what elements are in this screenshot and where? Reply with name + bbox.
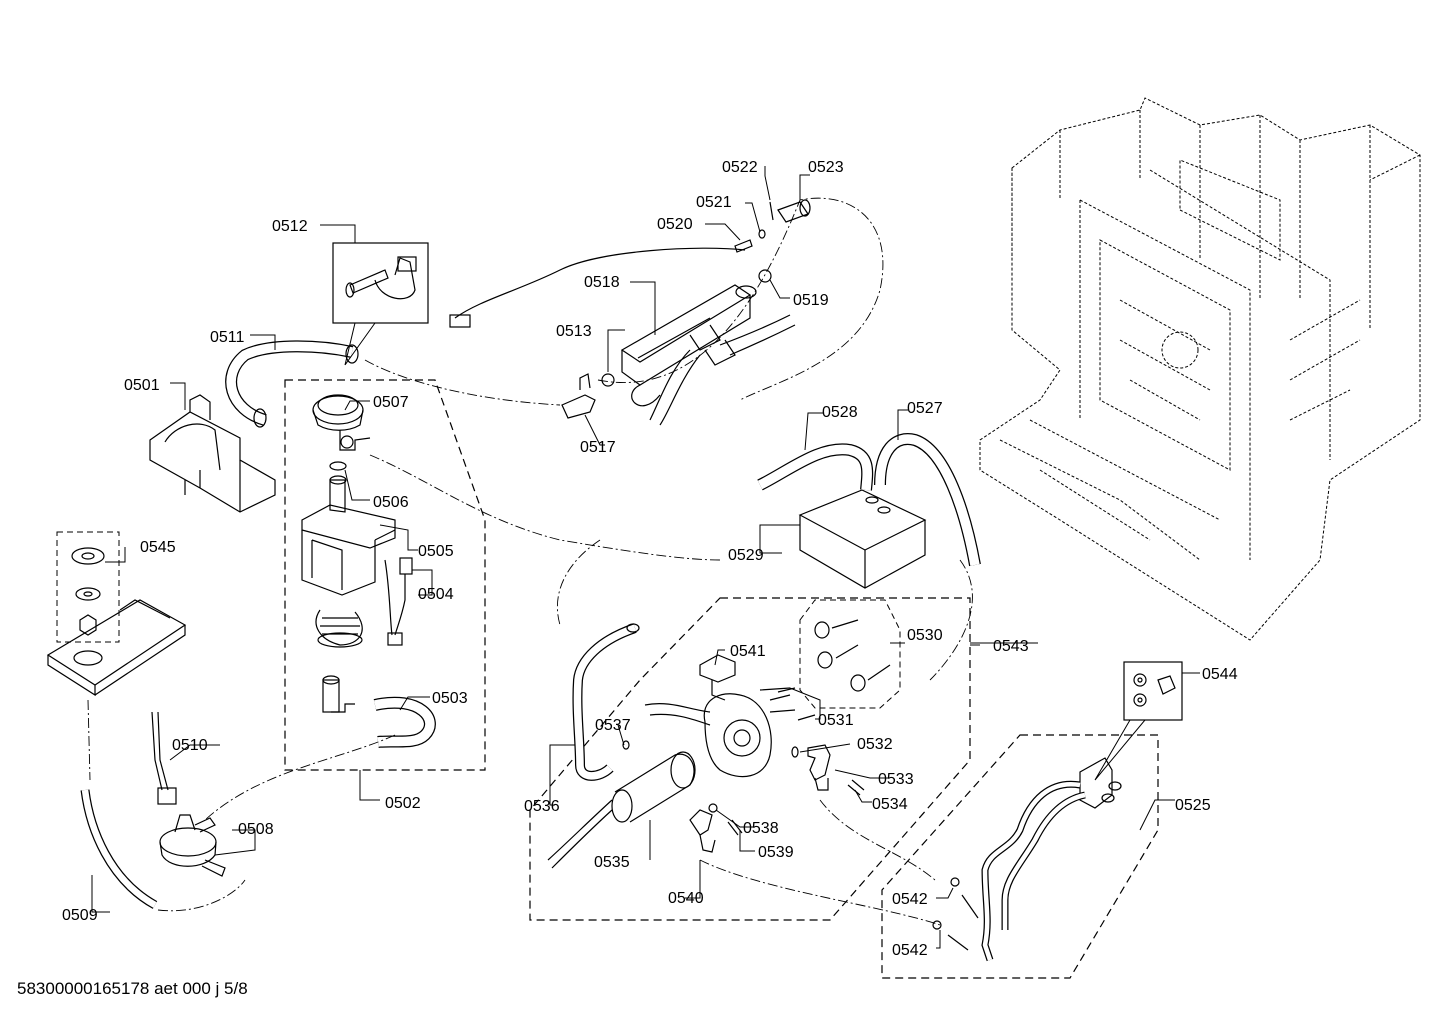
pump-0505 bbox=[301, 475, 396, 648]
routing-lines bbox=[87, 197, 973, 926]
callout-0542-lower: 0542 bbox=[892, 942, 928, 959]
leader-lines bbox=[91, 166, 1200, 949]
group-box-0502 bbox=[284, 379, 486, 771]
pipe-0536 bbox=[572, 623, 640, 781]
valve-0507 bbox=[312, 394, 371, 451]
hose-clamp bbox=[253, 344, 359, 428]
base-plate bbox=[46, 599, 187, 697]
callout-0542-upper: 0542 bbox=[892, 891, 928, 908]
wire-connector-0504 bbox=[384, 557, 413, 646]
o-ring-0538 bbox=[708, 803, 718, 813]
cartridge-0535 bbox=[547, 751, 696, 869]
callout-0535: 0535 bbox=[594, 854, 630, 871]
screw-0520 bbox=[734, 239, 753, 253]
sensor-cable bbox=[454, 247, 746, 319]
tank-0529 bbox=[798, 489, 927, 589]
seal-0532 bbox=[791, 746, 799, 758]
clip-0534 bbox=[847, 779, 865, 796]
washer-0519 bbox=[758, 269, 772, 283]
group-box-0525 bbox=[881, 734, 1159, 979]
callout-0512: 0512 bbox=[272, 218, 308, 235]
callout-0520: 0520 bbox=[657, 216, 693, 233]
fastener-set-0530 bbox=[814, 619, 891, 692]
o-ring-0513 bbox=[601, 373, 615, 387]
callout-0503: 0503 bbox=[432, 690, 468, 707]
callout-0519: 0519 bbox=[793, 292, 829, 309]
callout-0543: 0543 bbox=[993, 638, 1029, 655]
heater-0518 bbox=[620, 284, 796, 426]
callout-0506: 0506 bbox=[373, 494, 409, 511]
callout-0528: 0528 bbox=[822, 404, 858, 421]
detail-box-0544 bbox=[1123, 661, 1183, 721]
callout-0538: 0538 bbox=[743, 820, 779, 837]
group-box-0530 bbox=[799, 599, 901, 709]
callout-0509: 0509 bbox=[62, 907, 98, 924]
callout-0531: 0531 bbox=[818, 712, 854, 729]
valve-0540 bbox=[689, 809, 716, 853]
callout-0536: 0536 bbox=[524, 798, 560, 815]
callout-0505: 0505 bbox=[418, 543, 454, 560]
callout-0545: 0545 bbox=[140, 539, 176, 556]
sensor-plug bbox=[449, 314, 471, 328]
fitting-0523 bbox=[777, 199, 811, 223]
callout-0511: 0511 bbox=[210, 329, 245, 346]
callout-0539: 0539 bbox=[758, 844, 794, 861]
callout-0513: 0513 bbox=[556, 323, 592, 340]
callout-0523: 0523 bbox=[808, 159, 844, 176]
document-id: 58300000165178 aet 000 j 5/8 bbox=[17, 979, 248, 998]
clamp-screw-0512 bbox=[345, 256, 417, 300]
callout-0508: 0508 bbox=[238, 821, 274, 838]
callout-0544: 0544 bbox=[1202, 666, 1238, 683]
callout-0517: 0517 bbox=[580, 439, 616, 456]
callout-0521: 0521 bbox=[696, 194, 732, 211]
callout-0522: 0522 bbox=[722, 159, 758, 176]
callout-0507: 0507 bbox=[373, 394, 409, 411]
washer-set-0545 bbox=[71, 547, 105, 636]
callout-0527: 0527 bbox=[907, 400, 943, 417]
washer-0537 bbox=[622, 740, 630, 750]
seal-set-0544 bbox=[1133, 673, 1176, 707]
callout-0532: 0532 bbox=[857, 736, 893, 753]
hose-0509 bbox=[80, 789, 158, 909]
callout-0530: 0530 bbox=[907, 627, 943, 644]
hose-0503 bbox=[322, 675, 355, 713]
group-box-0545 bbox=[56, 531, 120, 643]
callout-0525: 0525 bbox=[1175, 797, 1211, 814]
group-box-0543 bbox=[529, 597, 971, 921]
callout-0533: 0533 bbox=[878, 771, 914, 788]
bracket-0501 bbox=[149, 394, 276, 513]
callout-0540: 0540 bbox=[668, 890, 704, 907]
callout-0502: 0502 bbox=[385, 795, 421, 812]
callout-labels: 0501 0502 0503 0504 0505 0506 0507 0508 … bbox=[62, 159, 1238, 959]
wire-0510 bbox=[151, 711, 177, 805]
screw-0531 bbox=[777, 687, 816, 721]
callout-0501: 0501 bbox=[124, 377, 160, 394]
callout-0537: 0537 bbox=[595, 717, 631, 734]
fitting-0542 bbox=[932, 877, 979, 951]
callout-0504: 0504 bbox=[418, 586, 454, 603]
callout-0541: 0541 bbox=[730, 643, 766, 660]
manifold-0525 bbox=[981, 757, 1122, 962]
callout-0529: 0529 bbox=[728, 547, 764, 564]
callout-0518: 0518 bbox=[584, 274, 620, 291]
callout-0510: 0510 bbox=[172, 737, 208, 754]
flowmeter-0508 bbox=[159, 814, 226, 877]
o-ring-0506 bbox=[329, 461, 347, 471]
elbow-0533 bbox=[807, 744, 831, 791]
o-ring-0521 bbox=[758, 229, 766, 239]
pin-0522 bbox=[769, 201, 774, 221]
connector-0517 bbox=[561, 373, 596, 419]
detail-box-0512 bbox=[332, 242, 429, 324]
callout-0534: 0534 bbox=[872, 796, 908, 813]
machine-chassis bbox=[979, 97, 1421, 641]
boiler-head bbox=[644, 654, 796, 778]
